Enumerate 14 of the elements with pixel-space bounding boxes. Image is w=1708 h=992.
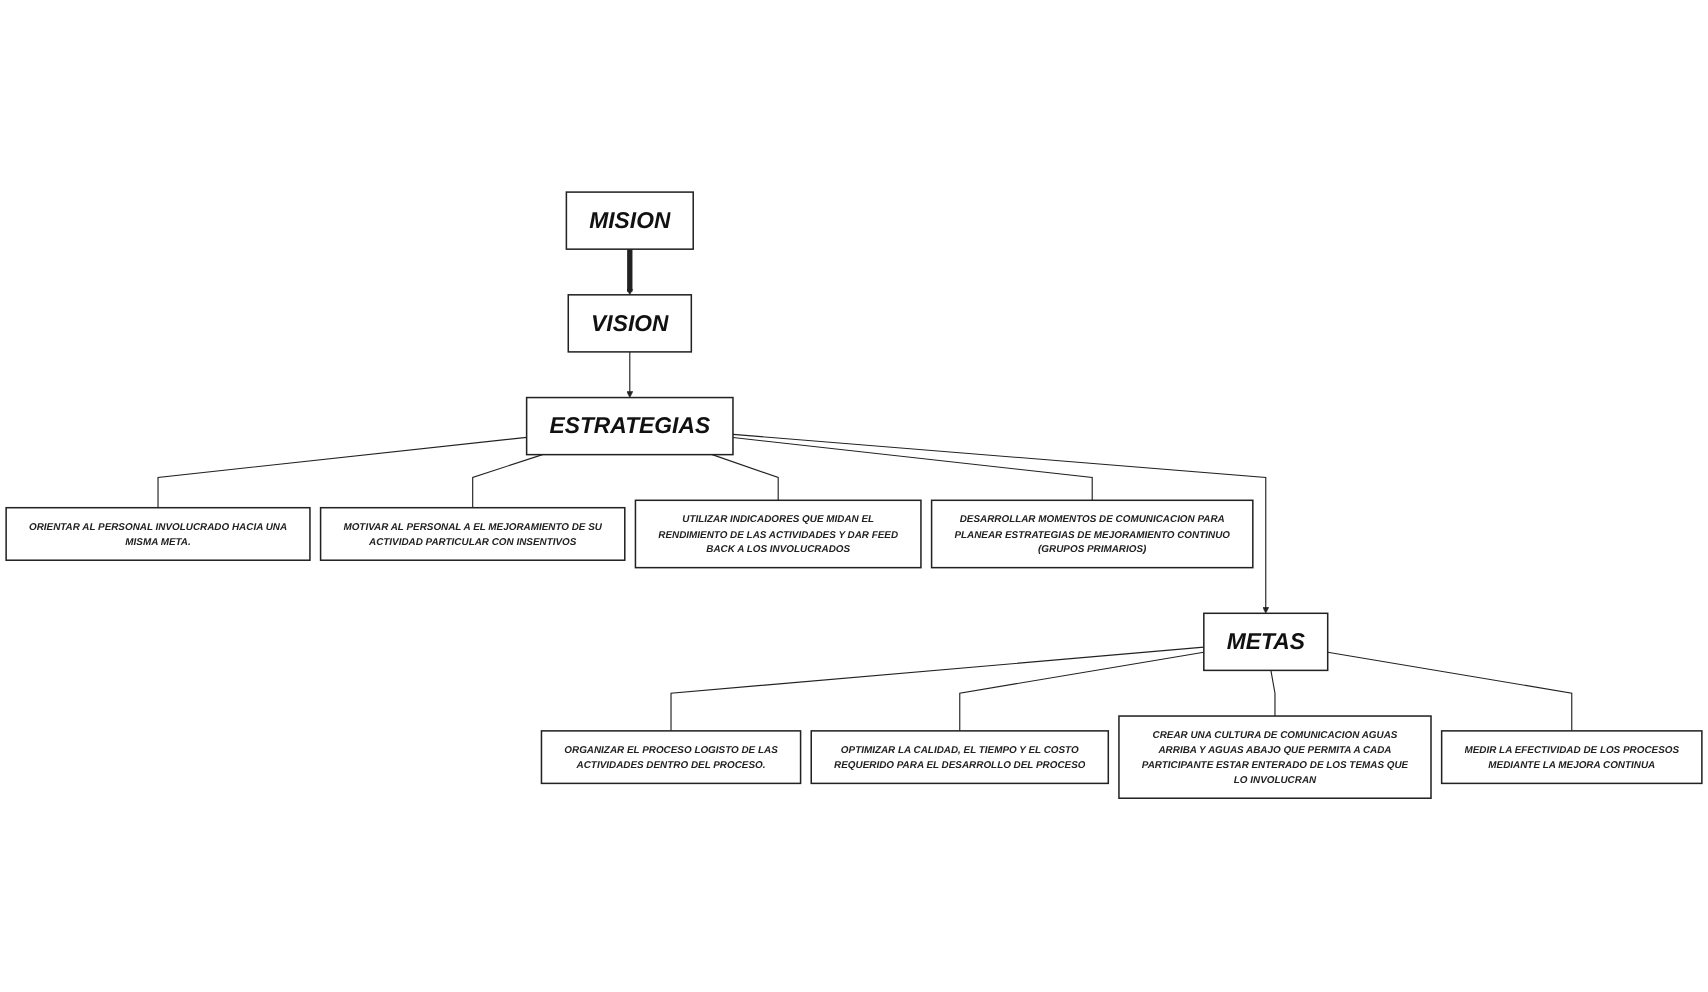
node-box: VISION	[567, 294, 693, 354]
connector	[157, 437, 528, 510]
connector	[670, 647, 1205, 733]
arrow	[626, 250, 634, 296]
connector	[1270, 670, 1276, 718]
node-box: METAS	[1203, 613, 1329, 672]
arrow	[732, 434, 1270, 615]
connector	[1327, 652, 1573, 733]
connector	[711, 454, 779, 502]
arrow	[626, 352, 634, 399]
connector	[732, 437, 1093, 502]
node-box: MISION	[565, 192, 694, 251]
connector	[959, 652, 1205, 733]
node-box: ESTRATEGIAS	[525, 397, 734, 457]
